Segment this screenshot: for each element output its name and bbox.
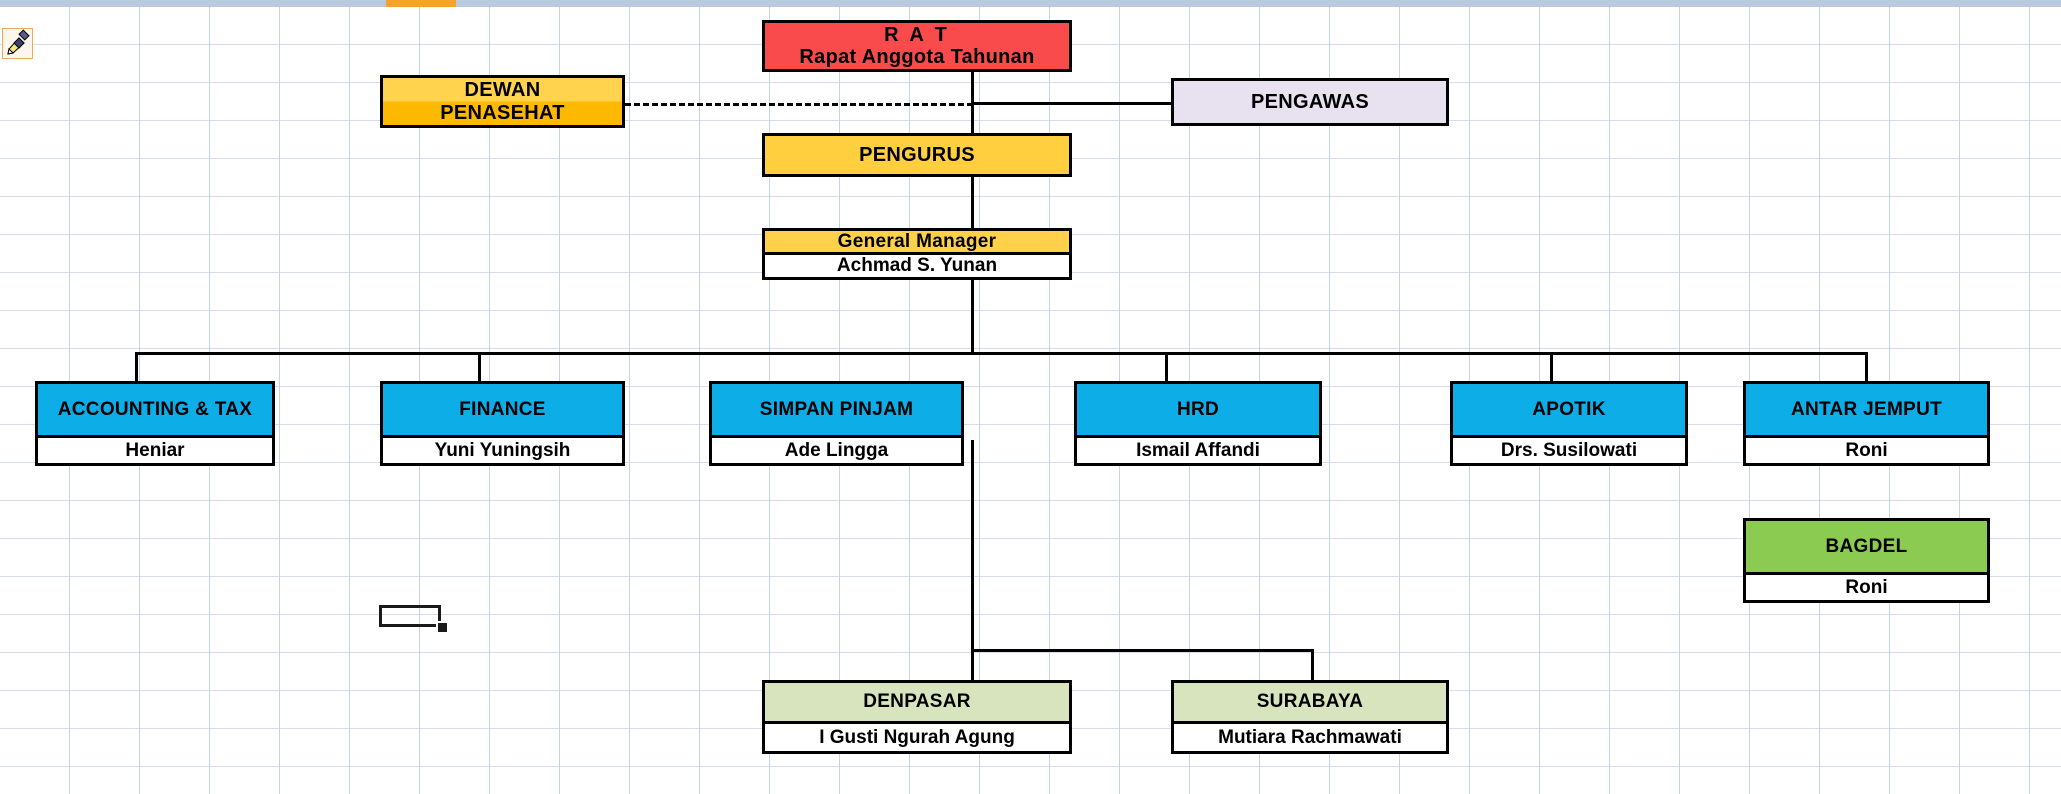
- node-bagdel-name-box: Roni: [1743, 575, 1990, 603]
- cell-selection-outline[interactable]: [379, 605, 441, 627]
- node-department-finance[interactable]: FINANCE: [380, 381, 625, 438]
- connector-drop-antar: [1865, 352, 1868, 382]
- node-bagdel[interactable]: BAGDEL: [1743, 518, 1990, 575]
- node-pengawas-label: PENGAWAS: [1251, 90, 1369, 113]
- node-branch-denpasar-name-box: I Gusti Ngurah Agung: [762, 724, 1072, 754]
- node-department-simpan-pinjam[interactable]: SIMPAN PINJAM: [709, 381, 964, 438]
- column-header-bar: [0, 0, 2061, 7]
- node-dewan-penasehat[interactable]: DEWAN PENASEHAT: [380, 75, 625, 128]
- node-department-hrd[interactable]: HRD: [1074, 381, 1322, 438]
- node-bagdel-name: Roni: [1845, 576, 1888, 598]
- node-branch-surabaya[interactable]: SURABAYA: [1171, 680, 1449, 724]
- node-department-name: Heniar: [125, 439, 185, 461]
- node-pengurus-label: PENGURUS: [859, 143, 975, 166]
- connector-drop-finance: [478, 352, 481, 382]
- connector-gm-down: [971, 275, 974, 353]
- node-department-title: ACCOUNTING & TAX: [57, 398, 253, 420]
- node-branch-title: DENPASAR: [863, 691, 971, 713]
- node-department-antar-jemput-name-box: Roni: [1743, 438, 1990, 466]
- node-bagdel-title: BAGDEL: [1825, 535, 1908, 557]
- connector-drop-hrd: [1165, 352, 1168, 382]
- node-general-manager-name: Achmad S. Yunan: [836, 255, 998, 276]
- connector-rat-pengawas: [971, 102, 1171, 105]
- node-branch-title: SURABAYA: [1256, 691, 1364, 713]
- node-branch-name: I Gusti Ngurah Agung: [819, 726, 1015, 748]
- node-rat-line2: Rapat Anggota Tahunan: [799, 46, 1035, 68]
- cell-fill-handle[interactable]: [436, 621, 449, 634]
- connector-branch-bus: [971, 649, 1314, 652]
- node-department-title: HRD: [1176, 398, 1220, 420]
- connector-rat-pengurus: [971, 102, 974, 134]
- connector-drop-denpasar: [971, 649, 974, 680]
- node-rat-line1: R A T: [884, 23, 950, 46]
- node-dewan-penasehat-line2: PENASEHAT: [440, 101, 565, 124]
- node-department-apotik[interactable]: APOTIK: [1450, 381, 1688, 438]
- node-department-name: Roni: [1845, 439, 1888, 461]
- node-dewan-penasehat-line1: DEWAN: [464, 79, 541, 102]
- node-pengawas[interactable]: PENGAWAS: [1171, 78, 1449, 126]
- node-department-name: Ismail Affandi: [1136, 439, 1260, 461]
- node-branch-surabaya-name-box: Mutiara Rachmawati: [1171, 724, 1449, 754]
- node-rat[interactable]: R A T Rapat Anggota Tahunan: [762, 20, 1072, 72]
- connector-gm-branch-stem: [971, 440, 974, 652]
- node-department-name: Ade Lingga: [784, 439, 889, 461]
- node-department-simpan-pinjam-name-box: Ade Lingga: [709, 438, 964, 466]
- node-department-accounting-tax-name-box: Heniar: [35, 438, 275, 466]
- node-department-title: ANTAR JEMPUT: [1790, 398, 1943, 420]
- node-pengurus[interactable]: PENGURUS: [762, 133, 1072, 177]
- node-department-hrd-name-box: Ismail Affandi: [1074, 438, 1322, 466]
- connector-drop-accounting: [135, 352, 138, 382]
- connector-drop-apotik: [1550, 352, 1553, 382]
- connector-dewan-dashed: [625, 103, 973, 106]
- node-branch-name: Mutiara Rachmawati: [1218, 726, 1402, 748]
- node-branch-denpasar[interactable]: DENPASAR: [762, 680, 1072, 724]
- connector-pengurus-gm: [971, 175, 974, 228]
- node-department-antar-jemput[interactable]: ANTAR JEMPUT: [1743, 381, 1990, 438]
- node-general-manager-name-box: Achmad S. Yunan: [762, 255, 1072, 280]
- node-general-manager-title: General Manager: [837, 230, 997, 252]
- node-department-accounting-tax[interactable]: ACCOUNTING & TAX: [35, 381, 275, 438]
- paintbrush-icon: [7, 29, 30, 55]
- connector-department-bus: [135, 352, 1868, 355]
- node-department-title: FINANCE: [459, 398, 546, 420]
- node-department-title: SIMPAN PINJAM: [759, 398, 914, 420]
- format-painter-button[interactable]: [2, 28, 33, 59]
- node-department-title: APOTIK: [1532, 398, 1606, 420]
- node-general-manager[interactable]: General Manager: [762, 228, 1072, 255]
- connector-drop-surabaya: [1311, 649, 1314, 680]
- node-department-name: Yuni Yuningsih: [434, 439, 571, 461]
- node-department-name: Drs. Susilowati: [1500, 439, 1638, 461]
- node-department-apotik-name-box: Drs. Susilowati: [1450, 438, 1688, 466]
- active-column-indicator: [386, 0, 456, 7]
- node-department-finance-name-box: Yuni Yuningsih: [380, 438, 625, 466]
- connector-rat-down: [971, 72, 974, 104]
